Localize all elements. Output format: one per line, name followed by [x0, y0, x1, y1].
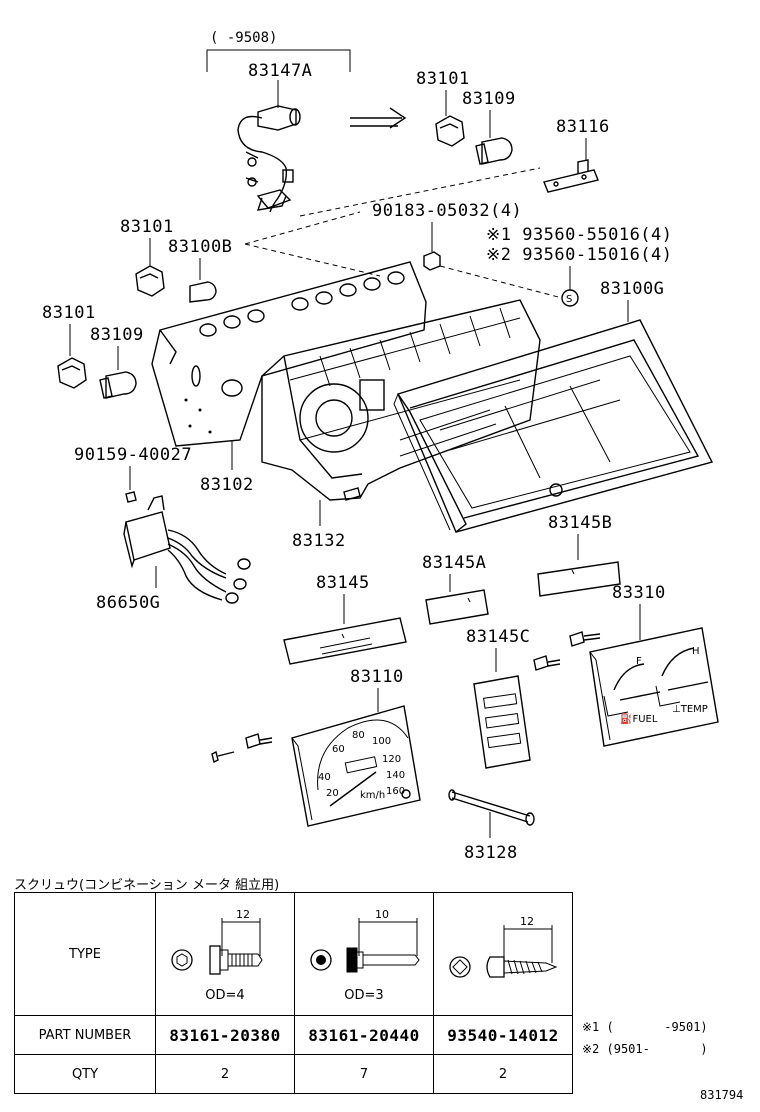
screw-type-3: 12 — [433, 892, 573, 1016]
callout-83147A-range: ( -9508) — [210, 30, 277, 46]
callout-83147A: 83147A — [248, 61, 312, 81]
callout-83132: 83132 — [292, 531, 346, 551]
screws-83110 — [211, 733, 273, 764]
part-number-2[interactable]: 83161-20440 — [294, 1015, 434, 1055]
plate-83145A — [425, 589, 489, 625]
part-number-1[interactable]: 83161-20380 — [155, 1015, 295, 1055]
svg-text:140: 140 — [386, 770, 405, 781]
qty-row: QTY 2 7 2 — [14, 1054, 573, 1094]
callout-83109-top: 83109 — [462, 89, 516, 109]
plate-83145C — [473, 675, 531, 769]
bulb-83100B — [189, 281, 217, 303]
part-number-3[interactable]: 93540-14012 — [433, 1015, 573, 1055]
callout-83102: 83102 — [200, 475, 254, 495]
tapping-screw-icon: 12 — [449, 915, 558, 978]
callout-83147A-group: ( -9508) 83147A — [206, 30, 351, 108]
reference-number: 831794 — [700, 1088, 744, 1102]
callout-83310: 83310 — [612, 583, 666, 603]
callout-83110: 83110 — [350, 667, 404, 687]
screw-table: TYPE 12 OD=4 10 — [14, 892, 573, 1094]
svg-text:⊥TEMP: ⊥TEMP — [672, 704, 708, 715]
type-row: TYPE 12 OD=4 10 — [14, 892, 573, 1016]
plate-83145B — [537, 561, 621, 597]
callout-93560-1: ※1 93560-55016(4) — [486, 225, 673, 245]
bracket-line — [206, 49, 351, 72]
note-1: ※1 ( -9501) — [582, 1020, 708, 1034]
screw-flange-icon: 12 — [171, 908, 263, 975]
callout-93560-2: ※2 93560-15016(4) — [486, 245, 673, 265]
type-header: TYPE — [14, 892, 156, 1016]
gauge-83310: ⛽FUEL ⊥TEMP F H — [589, 627, 719, 747]
socket-83101-left — [57, 357, 87, 389]
socket-83101-top — [435, 115, 465, 147]
svg-text:120: 120 — [382, 754, 401, 765]
svg-text:⛽FUEL: ⛽FUEL — [620, 712, 658, 725]
callout-83128: 83128 — [464, 843, 518, 863]
od-label: OD=3 — [344, 987, 384, 1003]
svg-text:80: 80 — [352, 730, 365, 741]
qty-3: 2 — [433, 1054, 573, 1094]
svg-text:F: F — [636, 656, 642, 667]
svg-text:60: 60 — [332, 744, 345, 755]
dashed-guide — [244, 211, 361, 245]
qty-header: QTY — [14, 1054, 156, 1094]
od-label: OD=4 — [205, 987, 245, 1003]
buzzer-86650G — [123, 495, 251, 604]
callout-83101-top: 83101 — [416, 69, 470, 89]
table-caption: スクリュウ(コンビネーション メータ 組立用) — [14, 878, 280, 893]
callout-83145C: 83145C — [466, 627, 530, 647]
bulb-83109-top — [475, 137, 513, 165]
meter-case-83132 — [261, 299, 541, 501]
qty-1: 2 — [155, 1054, 295, 1094]
bulb-83109-left — [99, 371, 137, 399]
callout-83100B: 83100B — [168, 237, 232, 257]
screw-type-1: 12 OD=4 — [155, 892, 295, 1016]
screw-83145C — [533, 655, 561, 671]
callout-83101-left: 83101 — [42, 303, 96, 323]
bracket-83116 — [543, 159, 599, 193]
dashed-guide — [439, 265, 563, 299]
qty-2: 7 — [294, 1054, 434, 1094]
callout-83145B: 83145B — [548, 513, 612, 533]
part-number-row: PART NUMBER 83161-20380 83161-20440 9354… — [14, 1015, 573, 1055]
callout-83145: 83145 — [316, 573, 370, 593]
svg-text:100: 100 — [372, 736, 391, 747]
svg-text:160: 160 — [386, 786, 405, 797]
callout-86650G: 86650G — [96, 593, 160, 613]
dashed-guide — [244, 243, 381, 277]
callout-83101-mid: 83101 — [120, 217, 174, 237]
s-symbol-circle — [561, 289, 579, 307]
callout-83145A: 83145A — [422, 553, 486, 573]
length-label: 10 — [375, 908, 389, 921]
screw-washer-icon: 10 — [310, 908, 420, 972]
note-2: ※2 (9501- ) — [582, 1042, 708, 1056]
part-number-header: PART NUMBER — [14, 1015, 156, 1055]
length-label: 12 — [236, 908, 250, 921]
svg-text:20: 20 — [326, 788, 339, 799]
plate-83145 — [283, 617, 407, 665]
socket-83101-mid — [135, 265, 165, 297]
callout-90183: 90183-05032(4) — [372, 201, 522, 221]
meter-cover-83100G — [393, 319, 714, 533]
screw-83310 — [569, 631, 601, 647]
length-label: 12 — [520, 915, 534, 928]
callout-83109-left: 83109 — [90, 325, 144, 345]
dashed-guide — [299, 167, 541, 217]
svg-text:H: H — [692, 646, 700, 657]
screw-90159 — [125, 491, 137, 503]
callout-83116: 83116 — [556, 117, 610, 137]
knob-rod-83128 — [448, 789, 535, 826]
s-symbol: S — [566, 294, 572, 305]
svg-text:40: 40 — [318, 772, 331, 783]
svg-text:km/h: km/h — [360, 790, 385, 801]
speedometer-83110: 40 60 80 100 120 140 160 20 km/h — [291, 705, 421, 827]
clip-90183 — [423, 251, 441, 271]
wire-socket-part — [237, 105, 301, 213]
callout-83100G: 83100G — [600, 279, 664, 299]
direction-arrow — [350, 107, 407, 129]
screw-type-2: 10 OD=3 — [294, 892, 434, 1016]
callout-90159: 90159-40027 — [74, 445, 192, 465]
